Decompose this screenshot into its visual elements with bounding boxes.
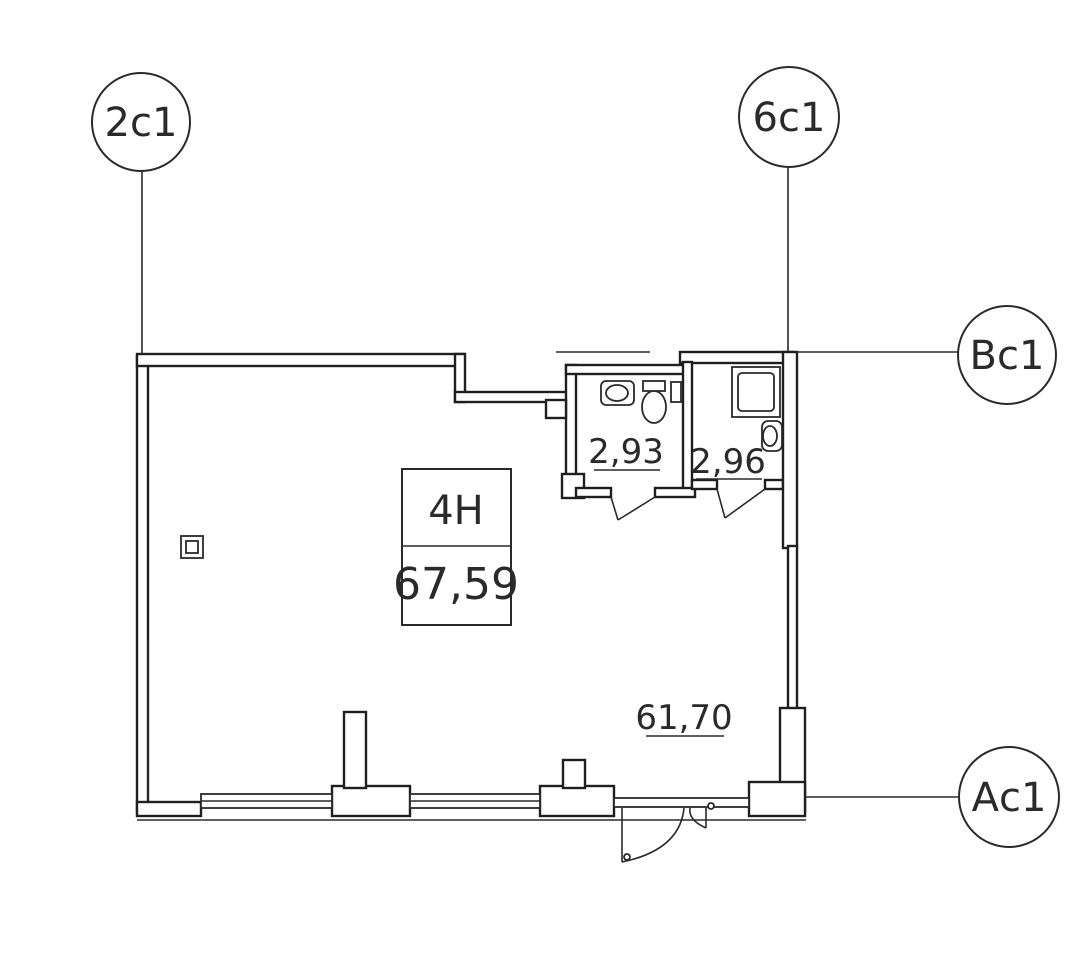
axis-label-ac1: Ас1 bbox=[972, 775, 1047, 821]
axis-bubble-2c1: 2с1 bbox=[91, 72, 191, 172]
wall-wc1-bottom-left bbox=[574, 486, 613, 499]
wall-column-2 bbox=[342, 710, 368, 790]
axis-label-2c1: 2с1 bbox=[105, 100, 178, 146]
door-wc1-leaf bbox=[610, 496, 619, 521]
wall-stub bbox=[544, 398, 568, 420]
wall-wc2-bottom-left bbox=[690, 478, 719, 491]
axis-bubble-bc1: Вс1 bbox=[957, 305, 1057, 405]
walls bbox=[135, 350, 807, 821]
axis-label-bc1: Вс1 bbox=[970, 333, 1045, 379]
wall-left bbox=[135, 354, 150, 814]
wall-wc2-bottom-right bbox=[763, 478, 785, 491]
room-area-wc2: 2,96 bbox=[690, 442, 766, 482]
room-labels: 2,93 2,96 61,70 bbox=[588, 432, 766, 738]
wall-bottom-pier-4 bbox=[747, 780, 807, 818]
wall-bottom-pier-1 bbox=[135, 800, 203, 818]
wall-wc1-bottom-right bbox=[653, 486, 697, 499]
doors bbox=[610, 488, 766, 863]
room-area-main: 61,70 bbox=[635, 698, 732, 738]
wall-bottom-pier-3 bbox=[538, 784, 616, 818]
unit-total-area: 67,59 bbox=[393, 559, 519, 610]
unit-tag: 4Н 67,59 bbox=[393, 468, 519, 626]
wall-right-lower bbox=[786, 544, 799, 713]
entry-threshold bbox=[613, 797, 750, 808]
grid-axes bbox=[141, 168, 958, 798]
toilet-bowl bbox=[641, 390, 667, 424]
axis-bubble-ac1: Ас1 bbox=[958, 746, 1060, 848]
axis-bubble-6c1: 6с1 bbox=[738, 66, 840, 168]
door-wc2-leaf bbox=[716, 488, 726, 519]
wall-top bbox=[135, 352, 466, 368]
wall-bottom-pier-2 bbox=[330, 784, 412, 818]
vent-shaft-inner bbox=[185, 540, 199, 554]
unit-code: 4Н bbox=[428, 488, 484, 534]
wall-wc1-top bbox=[564, 363, 688, 376]
axis-label-6c1: 6с1 bbox=[753, 95, 826, 141]
unit-tag-frame bbox=[401, 468, 512, 626]
wall-right-upper bbox=[781, 350, 799, 550]
toilet-tank bbox=[642, 380, 666, 392]
fixtures bbox=[600, 366, 783, 452]
room-area-wc1: 2,93 bbox=[588, 432, 664, 472]
wall-column-3 bbox=[561, 758, 587, 790]
wall-wc2-top bbox=[678, 350, 796, 365]
